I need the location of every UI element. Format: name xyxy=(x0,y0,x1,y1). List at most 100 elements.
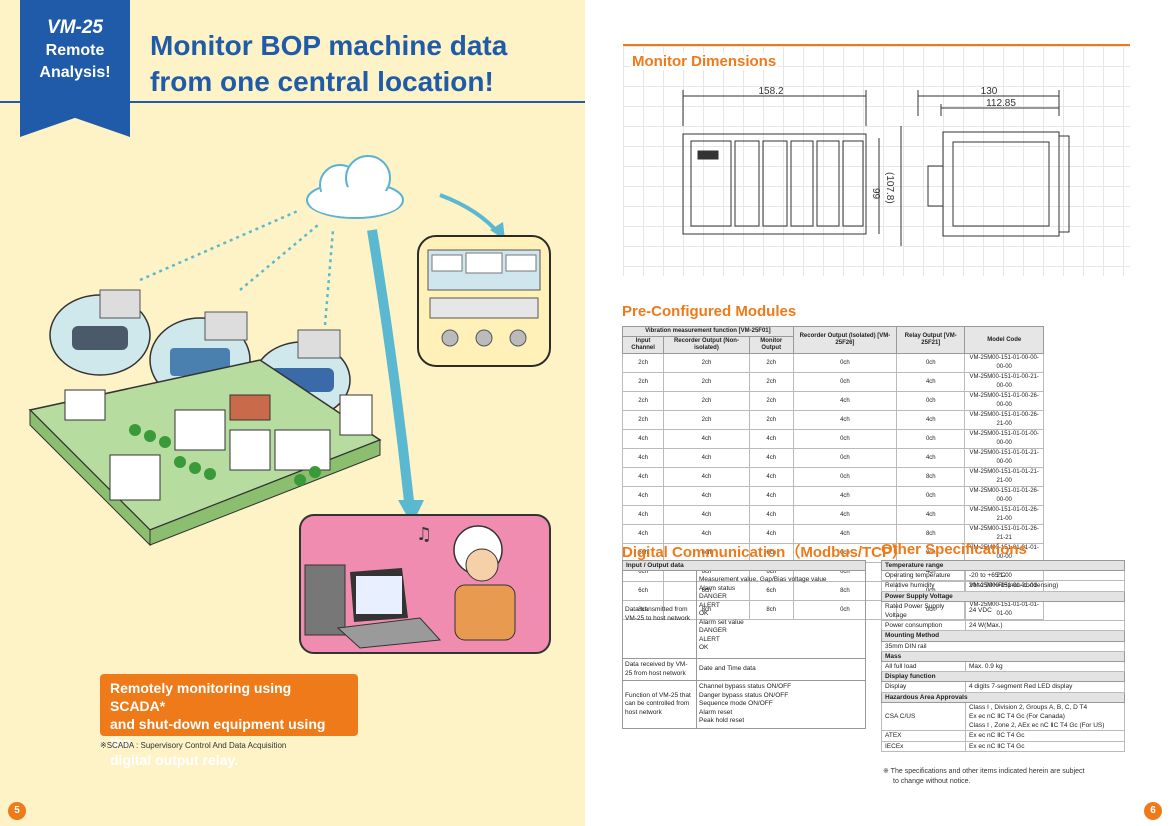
spec-section-row: Display function xyxy=(881,671,1125,683)
digital-label: Data received by VM-25 from host network xyxy=(622,658,697,681)
modules-title: Pre-Configured Modules xyxy=(622,303,797,320)
table-cell: VM-25M00-151-01-00-21-00-00 xyxy=(964,372,1044,392)
scada-illustration: ♫ xyxy=(28,155,551,654)
table-cell: 4ch xyxy=(663,486,750,506)
spec-value: 24 VDC xyxy=(965,600,1125,622)
table-row: Function of VM-25 that can be controlled… xyxy=(622,680,866,729)
table-cell: 4ch xyxy=(792,486,898,506)
table-cell: 2ch xyxy=(748,353,794,373)
other-specs-title: Other Specifications xyxy=(881,541,1027,558)
headline-line1: Monitor BOP machine data xyxy=(150,30,508,61)
arrow-to-control-room xyxy=(439,193,502,237)
table-cell: 2ch xyxy=(621,410,665,430)
table-cell: VM-25M00-151-01-01-26-21-21 xyxy=(964,524,1044,544)
machine-bubble-1 xyxy=(49,289,151,376)
spec-label: Display xyxy=(881,681,966,693)
caption-line3: digital output relay. xyxy=(110,752,239,768)
page-number-left: 5 xyxy=(8,802,26,820)
table-cell: 0ch xyxy=(896,429,966,449)
scada-caption-box: Remotely monitoring using SCADA* and shu… xyxy=(100,674,358,768)
table-cell: 2ch xyxy=(748,391,794,411)
dimensions-drawing: 158.2 130 112.85 99 (107.8) xyxy=(682,86,1070,246)
modules-col-header: Model Code xyxy=(964,326,1044,354)
table-cell: 4ch xyxy=(792,410,898,430)
engineer-laptop-illustration: ♫ xyxy=(299,514,551,654)
table-cell: 4ch xyxy=(748,448,794,468)
table-cell: 0ch xyxy=(792,448,898,468)
specs-notice-line1: ※ The specifications and other items ind… xyxy=(883,768,1085,775)
table-cell: 0ch xyxy=(896,353,966,373)
spec-label: CSA C/US xyxy=(881,701,966,732)
caption-line1: Remotely monitoring using SCADA* xyxy=(110,680,292,714)
modules-col-header: Relay Output [VM-25F21] xyxy=(896,326,966,354)
factory-city-illustration xyxy=(28,359,382,547)
table-cell: 4ch xyxy=(748,505,794,525)
table-cell: 4ch xyxy=(663,448,750,468)
table-row: Data received by VM-25 from host network… xyxy=(622,658,866,681)
spec-value: 20 to 90%RH(non-condensing) xyxy=(965,580,1125,592)
modules-col-header: Recorder Output (Non-isolated) xyxy=(663,336,750,354)
spec-label: Operating temperature xyxy=(881,570,966,582)
table-cell: 0ch xyxy=(792,429,898,449)
spec-label: 35mm DIN rail xyxy=(881,640,1125,652)
digital-label: Data transmitted from VM-25 to host netw… xyxy=(622,570,697,659)
table-cell: VM-25M00-151-01-00-00-00-00 xyxy=(964,353,1044,373)
table-cell: 4ch xyxy=(621,448,665,468)
spec-section-header: Power Supply Voltage xyxy=(881,590,1125,602)
table-cell: VM-25M00-151-01-01-26-00-00 xyxy=(964,486,1044,506)
spec-value: Class Ⅰ , Division 2, Groups A, B, C, D … xyxy=(965,701,1125,732)
spec-label: Relative humidity xyxy=(881,580,966,592)
spec-value: Max. 0.9 kg xyxy=(965,661,1125,673)
headline-divider xyxy=(0,101,585,103)
table-cell: 0ch xyxy=(896,391,966,411)
spec-row: Operating temperature-20 to +65°C xyxy=(881,570,1125,582)
page-number-right: 6 xyxy=(1144,802,1162,820)
table-cell: 4ch xyxy=(792,391,898,411)
table-cell: VM-25M00-151-01-01-00-00-00 xyxy=(964,429,1044,449)
arrow-head-icon xyxy=(398,500,424,525)
digital-value: Measurement value, Gap/Bias voltage valu… xyxy=(696,570,866,659)
spec-section-row: Temperature range xyxy=(881,559,1125,572)
digital-comm-body: Data transmitted from VM-25 to host netw… xyxy=(622,570,866,729)
spec-value: -20 to +65°C xyxy=(965,570,1125,582)
table-cell: 0ch xyxy=(896,486,966,506)
table-cell: 4ch xyxy=(748,467,794,487)
table-cell: 0ch xyxy=(792,467,898,487)
table-cell: 0ch xyxy=(792,353,898,373)
table-cell: 4ch xyxy=(663,467,750,487)
dotted-uplink-lines xyxy=(139,208,335,326)
spec-section-header: Display function xyxy=(881,671,1125,683)
table-cell: VM-25M00-151-01-01-26-21-00 xyxy=(964,505,1044,525)
table-cell: 4ch xyxy=(621,429,665,449)
spec-value: 4 digits 7-segment Red LED display xyxy=(965,681,1125,693)
spec-value: 24 W(Max.) xyxy=(965,620,1125,632)
table-cell: 4ch xyxy=(663,429,750,449)
modules-col-header: Recorder Output (Isolated) [VM-25F26] xyxy=(792,326,898,354)
digital-comm-title: Digital Communication（Modbus/TCP） xyxy=(622,544,907,561)
spec-section-row: Power Supply Voltage xyxy=(881,590,1125,602)
table-cell: 2ch xyxy=(663,353,750,373)
scada-footnote: ※SCADA : Supervisory Control And Data Ac… xyxy=(100,741,287,750)
table-cell: 4ch xyxy=(896,410,966,430)
spec-label: ATEX xyxy=(881,730,966,742)
table-cell: 4ch xyxy=(896,448,966,468)
modules-col-header: Monitor Output xyxy=(748,336,794,354)
digital-comm-table: Input / Output data Data transmitted fro… xyxy=(622,560,866,729)
table-cell: 4ch xyxy=(748,486,794,506)
table-cell: 4ch xyxy=(792,505,898,525)
table-cell: 0ch xyxy=(792,372,898,392)
table-cell: 4ch xyxy=(621,505,665,525)
table-cell: 4ch xyxy=(621,486,665,506)
height-dimension: 99 xyxy=(870,188,881,200)
specs-notice: ※ The specifications and other items ind… xyxy=(883,767,1084,787)
page-headline: Monitor BOP machine data from one centra… xyxy=(150,28,570,100)
